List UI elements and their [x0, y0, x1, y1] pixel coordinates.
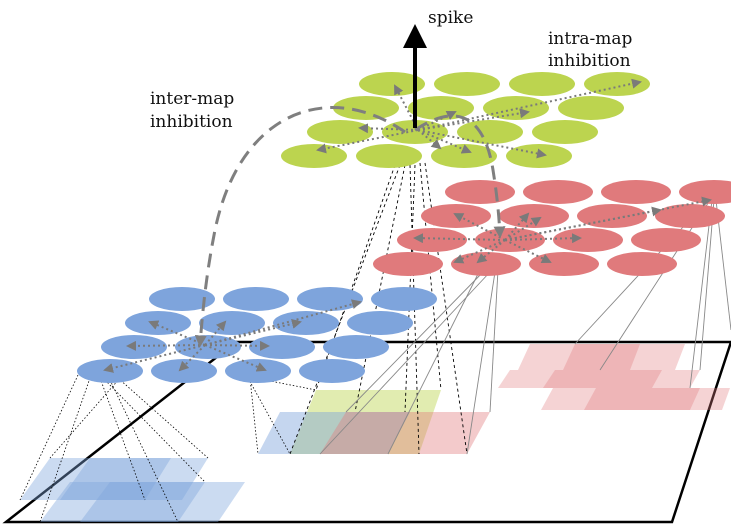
- green-neuron: [584, 72, 650, 96]
- inhibition-arrow: [417, 111, 457, 131]
- green-neuron: [333, 96, 399, 120]
- inhibition-arrow: [204, 340, 270, 351]
- inhibition-arrow: [394, 84, 419, 131]
- blue-neuron: [297, 287, 363, 311]
- inhibition-arrow: [413, 233, 506, 244]
- projection-lines-blue-right: [247, 377, 317, 455]
- blue-neuron: [223, 287, 289, 311]
- inhibition-arrow: [178, 344, 206, 372]
- inhibition-arrow: [417, 108, 530, 131]
- red-neuron: [553, 228, 623, 252]
- inhibition-arrow: [476, 239, 506, 264]
- inhibition-arrow: [204, 320, 227, 346]
- blue-intra-map-arrows: [103, 299, 362, 373]
- inter-map-arc-red: [414, 114, 506, 239]
- green-neuron-map: [281, 72, 650, 168]
- green-receptive-field: [258, 390, 490, 454]
- red-neuron: [655, 204, 725, 228]
- blue-neuron: [199, 311, 265, 335]
- blue-neuron: [299, 359, 365, 383]
- red-intra-map-arrows: [413, 196, 712, 264]
- inhibition-arrow: [204, 299, 362, 346]
- green-neuron: [506, 144, 572, 168]
- blue-neuron: [225, 359, 291, 383]
- red-neuron: [523, 180, 593, 204]
- blue-neuron: [77, 359, 143, 383]
- spike-arrow: [403, 24, 427, 128]
- blue-neuron: [347, 311, 413, 335]
- green-neuron: [359, 72, 425, 96]
- green-neuron: [457, 120, 523, 144]
- red-neuron: [373, 252, 443, 276]
- red-neuron: [475, 228, 545, 252]
- green-neuron: [532, 120, 598, 144]
- spike-label: spike: [428, 8, 473, 28]
- inhibition-arrow: [103, 344, 206, 373]
- red-neuron: [421, 204, 491, 228]
- inhibition-arrow: [504, 239, 552, 263]
- inter-map-arc-blue: [194, 106, 406, 348]
- blue-neuron: [101, 335, 167, 359]
- blue-neuron: [151, 359, 217, 383]
- red-neuron: [679, 180, 731, 204]
- intra-map-label-line1: intra-map: [548, 29, 632, 49]
- green-neuron: [281, 144, 347, 168]
- blue-receptive-field: [20, 458, 245, 522]
- blue-neuron: [273, 311, 339, 335]
- inhibition-arrow: [504, 216, 542, 241]
- inhibition-arrow: [453, 239, 506, 264]
- red-receptive-field: [498, 344, 730, 410]
- inter-map-label-line2: inhibition: [150, 112, 233, 132]
- projection-lines-blue: [19, 374, 209, 523]
- blue-neuron: [323, 335, 389, 359]
- green-neuron: [307, 120, 373, 144]
- red-neuron: [601, 180, 671, 204]
- inhibition-arrow: [204, 344, 267, 372]
- red-neuron: [577, 204, 647, 228]
- red-neuron: [499, 204, 569, 228]
- blue-neuron: [249, 335, 315, 359]
- red-neuron: [631, 228, 701, 252]
- red-neuron: [451, 252, 521, 276]
- green-neuron: [509, 72, 575, 96]
- green-neuron: [558, 96, 624, 120]
- green-neuron: [408, 96, 474, 120]
- green-intra-map-arrows: [316, 78, 642, 159]
- blue-neuron: [371, 287, 437, 311]
- inhibition-arrow: [316, 129, 419, 154]
- input-plane: [2, 340, 731, 524]
- red-neuron: [397, 228, 467, 252]
- inter-map-label-line1: inter-map: [150, 89, 234, 109]
- green-neuron: [356, 144, 422, 168]
- blue-neuron: [125, 311, 191, 335]
- inhibition-arrow: [453, 213, 506, 241]
- red-neuron: [607, 252, 677, 276]
- red-neuron: [529, 252, 599, 276]
- red-neuron: [445, 180, 515, 204]
- inhibition-arrow: [504, 212, 530, 241]
- inhibition-arrow: [417, 129, 547, 159]
- green-neuron: [434, 72, 500, 96]
- intra-map-label-line2: inhibition: [548, 51, 631, 71]
- blue-neuron: [149, 287, 215, 311]
- green-neuron: [431, 144, 497, 168]
- red-neuron-map: [373, 180, 731, 276]
